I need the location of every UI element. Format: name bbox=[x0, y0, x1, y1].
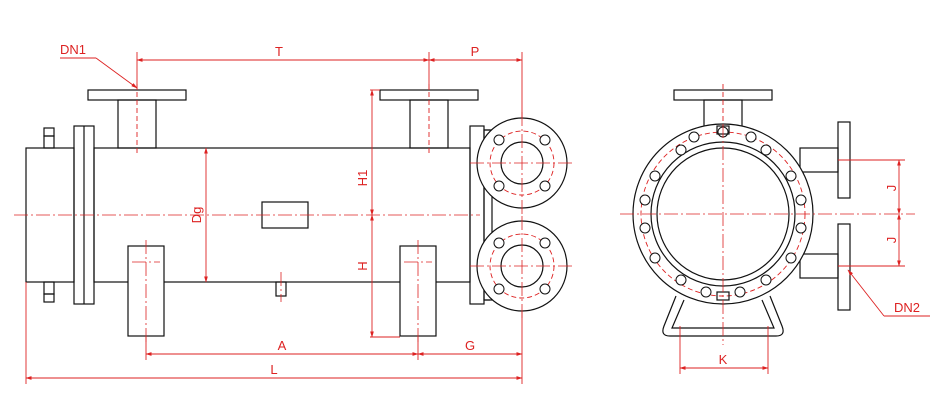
dim-g-label: G bbox=[465, 338, 475, 353]
left-bolts bbox=[43, 127, 55, 303]
dim-j-top-label: J bbox=[884, 185, 899, 192]
side-bolt-holes bbox=[639, 126, 807, 298]
dim-t-label: T bbox=[275, 44, 283, 59]
dim-a-label: A bbox=[278, 338, 287, 353]
dim-p-label: P bbox=[471, 44, 480, 59]
dim-l-label: L bbox=[270, 362, 277, 377]
top-nozzle-right bbox=[379, 84, 479, 154]
dim-j-bottom-label: J bbox=[884, 237, 899, 244]
front-view: T P DN1 H1 H Dg A G L bbox=[14, 42, 574, 384]
right-flange-lower bbox=[470, 216, 574, 318]
dim-h1-label: H1 bbox=[355, 170, 370, 187]
side-nozzle-upper bbox=[799, 147, 839, 173]
dim-h-label: H bbox=[355, 261, 370, 270]
side-nozzle-lower bbox=[799, 253, 839, 279]
top-nozzle-left bbox=[87, 84, 187, 154]
dn2-label: DN2 bbox=[894, 300, 920, 315]
right-flange-upper bbox=[470, 112, 574, 214]
dn1-label: DN1 bbox=[60, 42, 86, 57]
side-view: J J DN2 K bbox=[620, 84, 930, 374]
dim-dg-label: Dg bbox=[189, 207, 204, 224]
dim-k-label: K bbox=[719, 352, 728, 367]
